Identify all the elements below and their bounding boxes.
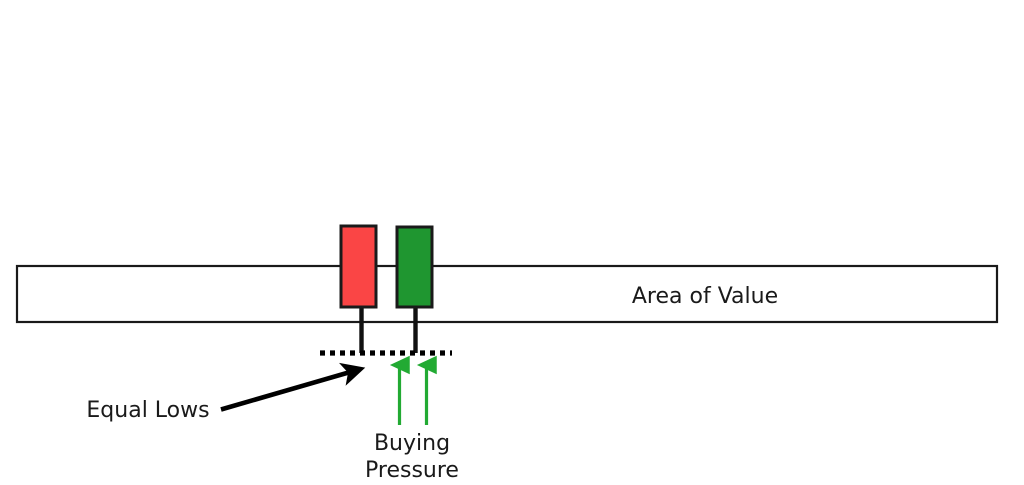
buying-pressure-label-line2: Pressure <box>365 458 459 483</box>
bearish-candle-body <box>339 224 378 309</box>
buying-pressure-label-line1: Buying <box>374 431 450 456</box>
equal-lows-label: Equal Lows <box>86 398 209 423</box>
bullish-candle-body <box>395 225 434 309</box>
equal-lows-pointer-arrow <box>220 362 366 412</box>
area-of-value-zone <box>15 264 999 324</box>
area-of-value-label: Area of Value <box>632 284 778 309</box>
